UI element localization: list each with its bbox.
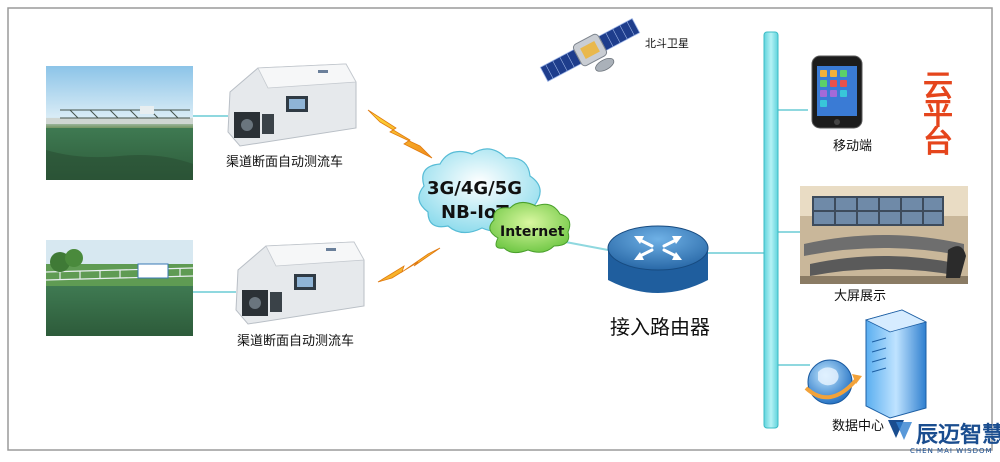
data-center-label: 数据中心 xyxy=(832,419,884,434)
internet-cloud-icon xyxy=(489,202,571,254)
big-screen-label: 大屏展示 xyxy=(834,289,886,304)
network-bus xyxy=(763,31,779,429)
control-room-photo xyxy=(800,186,968,284)
router-icon xyxy=(607,225,709,293)
canal-photo-1 xyxy=(46,66,193,180)
brand-logo: 辰迈智慧 CHEN MAI WISDOM xyxy=(888,420,1000,455)
brand-name: 辰迈智慧 xyxy=(916,422,1000,448)
connection-lines xyxy=(193,109,810,366)
wireless-bolt-2-icon xyxy=(377,247,441,283)
cloud-platform-char-2: 平 xyxy=(923,97,953,132)
canal-photo-2 xyxy=(45,240,194,336)
cloud-platform-char-3: 台 xyxy=(923,125,953,160)
satellite-icon xyxy=(539,17,641,83)
wireless-bolt-1-icon xyxy=(367,109,433,159)
internet-cloud-label: Internet xyxy=(500,224,565,240)
flow-vehicle-2-icon xyxy=(235,241,365,325)
cloud-platform-char-1: 云 xyxy=(923,69,953,104)
mobile-phone-icon xyxy=(811,55,863,129)
outer-frame xyxy=(7,7,993,451)
network-cloud-line1: 3G/4G/5G xyxy=(427,178,522,199)
device-label-1: 渠道断面自动测流车 xyxy=(226,154,343,170)
device-label-2: 渠道断面自动测流车 xyxy=(237,333,354,349)
router-label: 接入路由器 xyxy=(610,315,710,339)
mobile-label: 移动端 xyxy=(833,139,872,154)
flow-vehicle-1-icon xyxy=(227,63,357,147)
network-cloud-line2: NB-IoT xyxy=(441,202,509,223)
brand-subtitle: CHEN MAI WISDOM xyxy=(910,447,993,455)
data-center-server-icon xyxy=(864,309,928,419)
satellite-label: 北斗卫星 xyxy=(645,37,689,50)
globe-icon xyxy=(804,359,862,405)
